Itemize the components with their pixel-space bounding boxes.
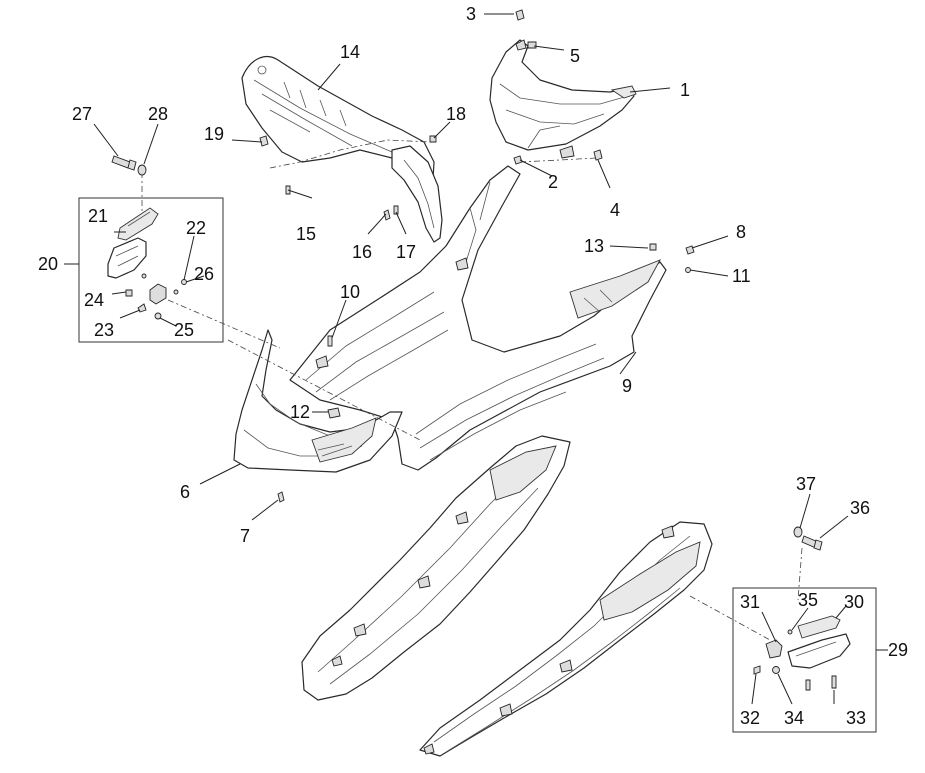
callout-labels: 1 2 3 4 5 6 7 8 9 10 11 12 13 14 15 16 1… — [38, 4, 908, 728]
callout-3: 3 — [466, 4, 476, 24]
callout-14: 14 — [340, 42, 360, 62]
callout-23: 23 — [94, 320, 114, 340]
callout-31: 31 — [740, 592, 760, 612]
part-1-front-upper-cover — [489, 39, 637, 159]
part-14-inner-panel — [241, 56, 443, 243]
callout-13: 13 — [584, 236, 604, 256]
callout-9: 9 — [622, 376, 632, 396]
callout-15: 15 — [296, 224, 316, 244]
callout-32: 32 — [740, 708, 760, 728]
callout-7: 7 — [240, 526, 250, 546]
right-side-panel — [419, 521, 713, 757]
detail-box-29 — [732, 587, 877, 733]
callout-5: 5 — [570, 46, 580, 66]
callout-16: 16 — [352, 242, 372, 262]
callout-25: 25 — [174, 320, 194, 340]
callout-30: 30 — [844, 592, 864, 612]
callout-18: 18 — [446, 104, 466, 124]
callout-35: 35 — [798, 590, 818, 610]
callout-26: 26 — [194, 264, 214, 284]
callout-36: 36 — [850, 498, 870, 518]
callout-6: 6 — [180, 482, 190, 502]
callout-27: 27 — [72, 104, 92, 124]
leader-lines — [64, 13, 888, 705]
part-9-footboard — [289, 165, 667, 471]
callout-12: 12 — [290, 402, 310, 422]
callout-10: 10 — [340, 282, 360, 302]
callout-19: 19 — [204, 124, 224, 144]
callout-28: 28 — [148, 104, 168, 124]
callout-11: 11 — [732, 266, 751, 286]
callout-21: 21 — [88, 206, 108, 226]
callout-29: 29 — [888, 640, 908, 660]
callout-8: 8 — [736, 222, 746, 242]
part-6-front-spoiler — [233, 329, 403, 473]
callout-37: 37 — [796, 474, 816, 494]
assembly-dash-lines — [141, 139, 803, 641]
callout-34: 34 — [784, 708, 804, 728]
callout-24: 24 — [84, 290, 104, 310]
callout-4: 4 — [610, 200, 620, 220]
left-side-panel — [301, 435, 571, 701]
callout-22: 22 — [186, 218, 206, 238]
callout-17: 17 — [396, 242, 416, 262]
callout-1: 1 — [680, 80, 690, 100]
callout-33: 33 — [846, 708, 866, 728]
callout-20: 20 — [38, 254, 58, 274]
callout-2: 2 — [548, 172, 558, 192]
